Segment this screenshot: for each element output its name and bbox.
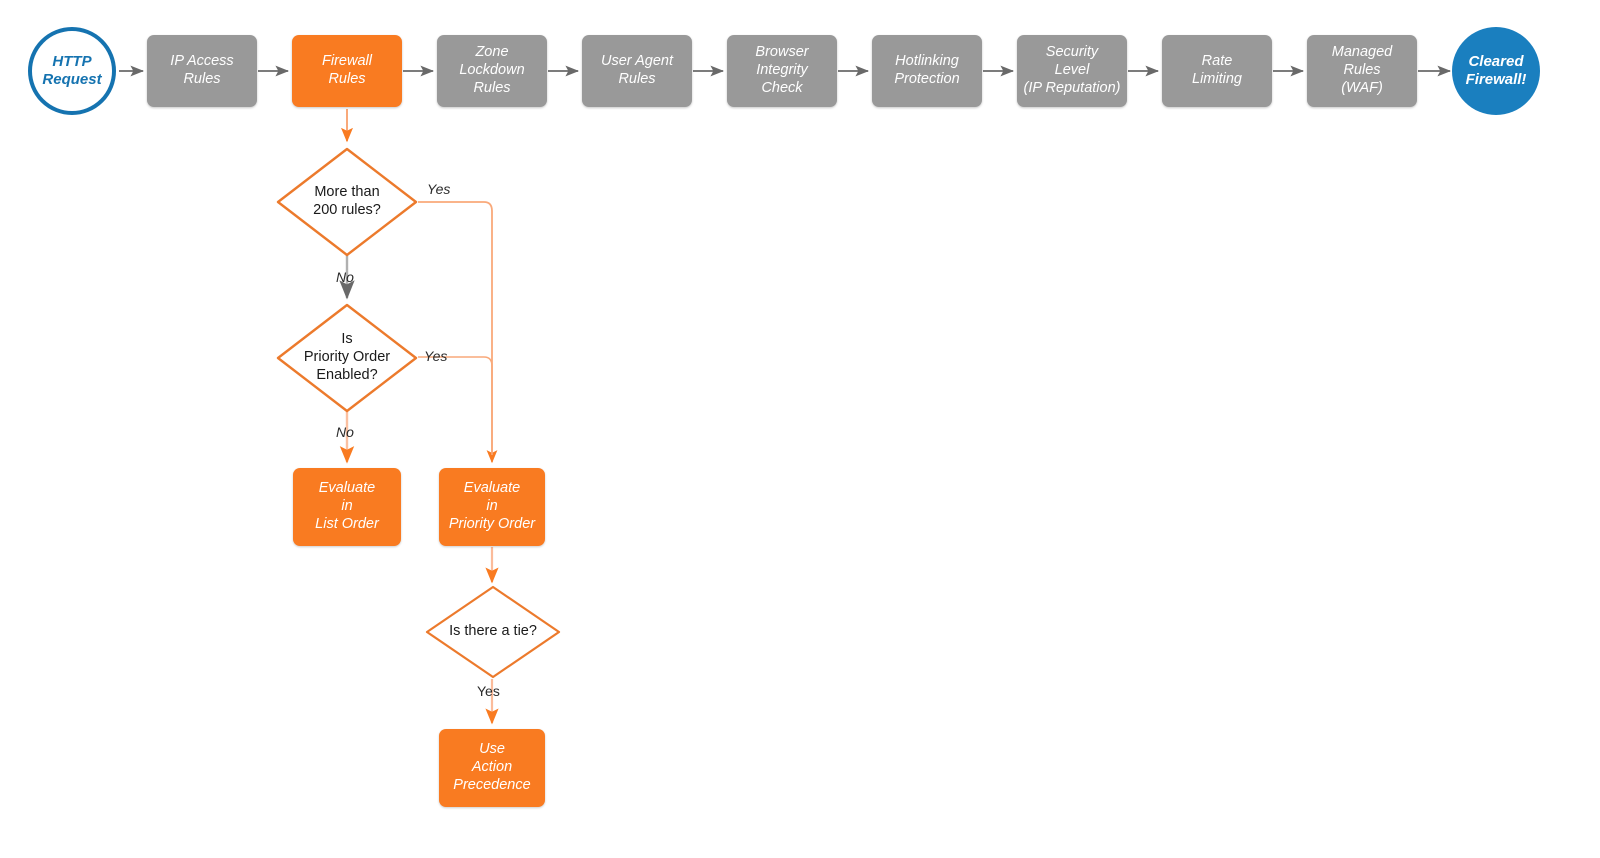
node-use-action-precedence[interactable]: Use Action Precedence bbox=[439, 729, 545, 807]
decision-label: Is Priority Order Enabled? bbox=[303, 331, 391, 383]
node-ip-access-rules[interactable]: IP Access Rules bbox=[147, 35, 257, 107]
node-label: User Agent Rules bbox=[601, 53, 673, 87]
node-firewall-rules[interactable]: Firewall Rules bbox=[292, 35, 402, 107]
decision-label: Is there a tie? bbox=[449, 623, 537, 640]
node-label: Evaluate in List Order bbox=[315, 480, 379, 532]
node-evaluate-in-list-order[interactable]: Evaluate in List Order bbox=[293, 468, 401, 546]
node-label: Zone Lockdown Rules bbox=[459, 44, 525, 96]
edge-label-d2-no: No bbox=[336, 424, 354, 440]
node-label: Cleared Firewall! bbox=[1465, 52, 1527, 88]
node-label: Security Level (IP Reputation) bbox=[1023, 44, 1121, 96]
node-label: Hotlinking Protection bbox=[894, 53, 960, 87]
node-evaluate-in-priority-order[interactable]: Evaluate in Priority Order bbox=[439, 468, 545, 546]
node-managed-rules-waf[interactable]: Managed Rules (WAF) bbox=[1307, 35, 1417, 107]
node-label: Firewall Rules bbox=[322, 53, 372, 87]
diamond-shape bbox=[276, 303, 418, 413]
edge-label-d2-yes: Yes bbox=[424, 348, 448, 364]
node-browser-integrity-check[interactable]: Browser Integrity Check bbox=[727, 35, 837, 107]
edge-label-d1-yes: Yes bbox=[427, 181, 451, 197]
node-label: Use Action Precedence bbox=[453, 741, 531, 793]
edge-label-d3-yes: Yes bbox=[477, 683, 500, 699]
node-cleared-firewall[interactable]: Cleared Firewall! bbox=[1452, 27, 1540, 115]
node-label: Rate Limiting bbox=[1192, 53, 1242, 87]
node-label: Browser Integrity Check bbox=[755, 44, 809, 96]
node-label: HTTP Request bbox=[42, 52, 102, 88]
edge-label-d1-no: No bbox=[336, 269, 354, 285]
decision-is-priority-order-enabled[interactable]: Is Priority Order Enabled? bbox=[275, 302, 419, 414]
node-security-level[interactable]: Security Level (IP Reputation) bbox=[1017, 35, 1127, 107]
node-label: IP Access Rules bbox=[170, 53, 234, 87]
node-user-agent-rules[interactable]: User Agent Rules bbox=[582, 35, 692, 107]
node-hotlinking-protection[interactable]: Hotlinking Protection bbox=[872, 35, 982, 107]
diamond-shape bbox=[425, 585, 561, 679]
diamond-shape bbox=[276, 147, 418, 257]
decision-more-than-200-rules[interactable]: More than 200 rules? bbox=[275, 146, 419, 258]
node-zone-lockdown-rules[interactable]: Zone Lockdown Rules bbox=[437, 35, 547, 107]
node-label: Managed Rules (WAF) bbox=[1331, 44, 1393, 96]
decision-is-there-a-tie[interactable]: Is there a tie? bbox=[424, 584, 562, 680]
node-label: Evaluate in Priority Order bbox=[448, 480, 536, 532]
node-http-request[interactable]: HTTP Request bbox=[28, 27, 116, 115]
decision-label: More than 200 rules? bbox=[313, 184, 381, 218]
node-rate-limiting[interactable]: Rate Limiting bbox=[1162, 35, 1272, 107]
